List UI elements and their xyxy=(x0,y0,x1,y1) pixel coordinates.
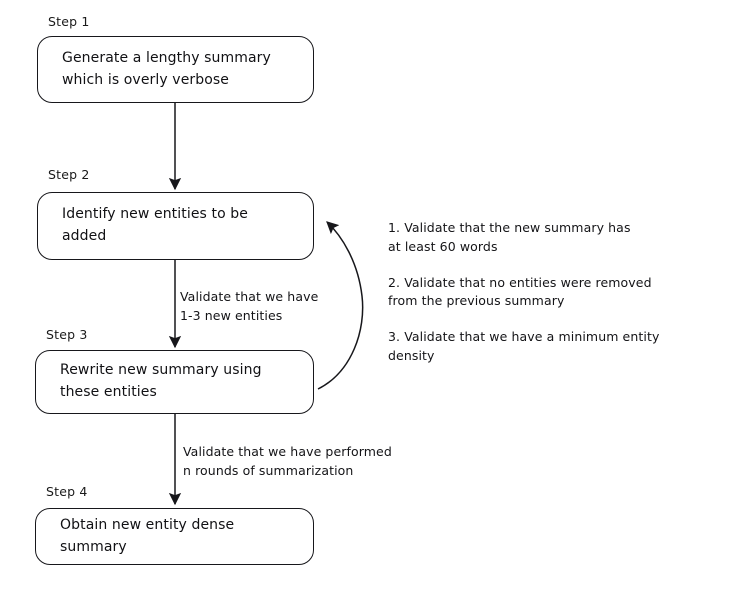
validation-item-3: 3. Validate that we have a minimum entit… xyxy=(388,329,660,363)
node-step-2[interactable]: Identify new entities to be added xyxy=(37,192,314,260)
step-label-4: Step 4 xyxy=(46,484,88,499)
node-step-3[interactable]: Rewrite new summary using these entities xyxy=(35,350,314,414)
node-step-1[interactable]: Generate a lengthy summary which is over… xyxy=(37,36,314,103)
edge-label-step3-step4: Validate that we have performed n rounds… xyxy=(183,444,392,478)
node-step-4-text: Obtain new entity dense summary xyxy=(60,516,235,555)
connector-step3-step2-feedback xyxy=(317,221,364,390)
node-step-3-text: Rewrite new summary using these entities xyxy=(60,362,262,400)
step-label-2: Step 2 xyxy=(48,167,90,182)
step-label-1: Step 1 xyxy=(48,14,90,29)
validation-list: 1. Validate that the new summary has at … xyxy=(388,219,708,383)
validation-item-1: 1. Validate that the new summary has at … xyxy=(388,220,631,254)
edge-label-step2-step3: Validate that we have 1-3 new entities xyxy=(180,289,319,323)
node-step-4[interactable]: Obtain new entity dense summary xyxy=(35,508,314,565)
node-step-2-text: Identify new entities to be added xyxy=(62,206,248,244)
node-step-1-text: Generate a lengthy summary which is over… xyxy=(62,49,271,88)
validation-item-2: 2. Validate that no entities were remove… xyxy=(388,274,652,309)
step-label-3: Step 3 xyxy=(46,327,88,342)
